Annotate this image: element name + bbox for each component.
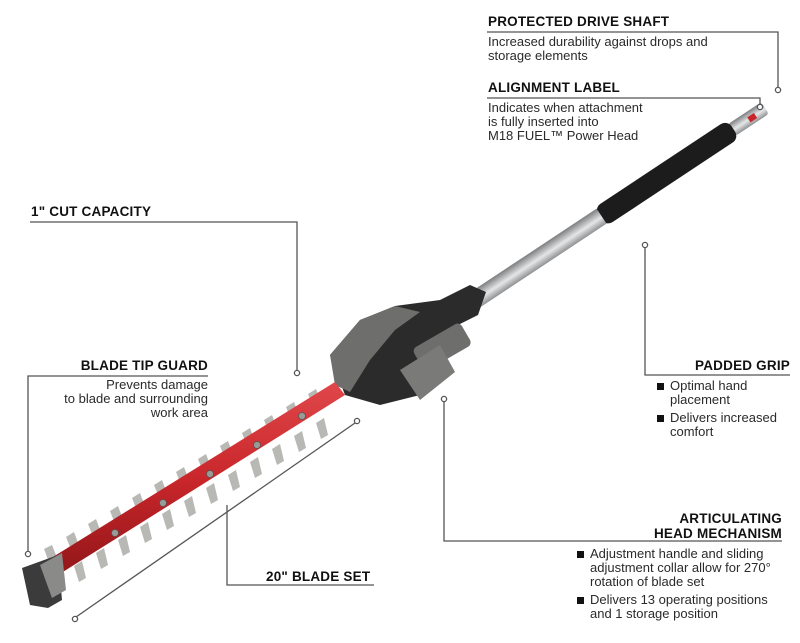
callout-bullet: Delivers increased comfort <box>656 411 796 439</box>
callout-bullet: Optimal hand placement <box>656 379 796 407</box>
callout-title-line: HEAD MECHANISM <box>653 526 782 541</box>
callout-padded-grip: PADDED GRIP Optimal hand placement Deliv… <box>656 358 796 443</box>
callout-cut-capacity: 1" CUT CAPACITY <box>31 204 151 219</box>
callout-description-line: Indicates when attachment <box>488 100 643 115</box>
callout-protected-drive-shaft: PROTECTED DRIVE SHAFT Increased durabili… <box>488 14 738 63</box>
leader-lines <box>24 31 790 623</box>
callout-title-line: ARTICULATING <box>679 511 782 526</box>
callout-description-line: is fully inserted into <box>488 114 599 129</box>
callout-articulating-head: ARTICULATING HEAD MECHANISM Adjustment h… <box>576 511 786 625</box>
callout-alignment-label: ALIGNMENT LABEL Indicates when attachmen… <box>488 80 643 143</box>
callout-title: PROTECTED DRIVE SHAFT <box>488 14 670 29</box>
callout-title: BLADE TIP GUARD <box>80 358 208 373</box>
callout-description-line: to blade and surrounding <box>64 391 208 406</box>
callout-blade-set: 20" BLADE SET <box>266 569 370 584</box>
callout-description-line: work area <box>150 405 208 420</box>
articulating-head <box>330 285 486 405</box>
callout-bullet: Adjustment handle and sliding adjustment… <box>576 547 786 589</box>
callout-description: Increased durability against drops and s… <box>488 34 708 63</box>
callout-description-line: Prevents damage <box>106 377 208 392</box>
padded-grip <box>596 122 737 224</box>
callout-title: PADDED GRIP <box>695 358 790 373</box>
callout-title: 20" BLADE SET <box>266 569 371 584</box>
callout-blade-tip-guard: BLADE TIP GUARD Prevents damage to blade… <box>30 358 208 420</box>
callout-title: ALIGNMENT LABEL <box>488 80 620 95</box>
callout-description-line: M18 FUEL™ Power Head <box>488 128 639 143</box>
callout-title: 1" CUT CAPACITY <box>31 204 152 219</box>
callout-bullet: Delivers 13 operating positions and 1 st… <box>576 593 786 621</box>
